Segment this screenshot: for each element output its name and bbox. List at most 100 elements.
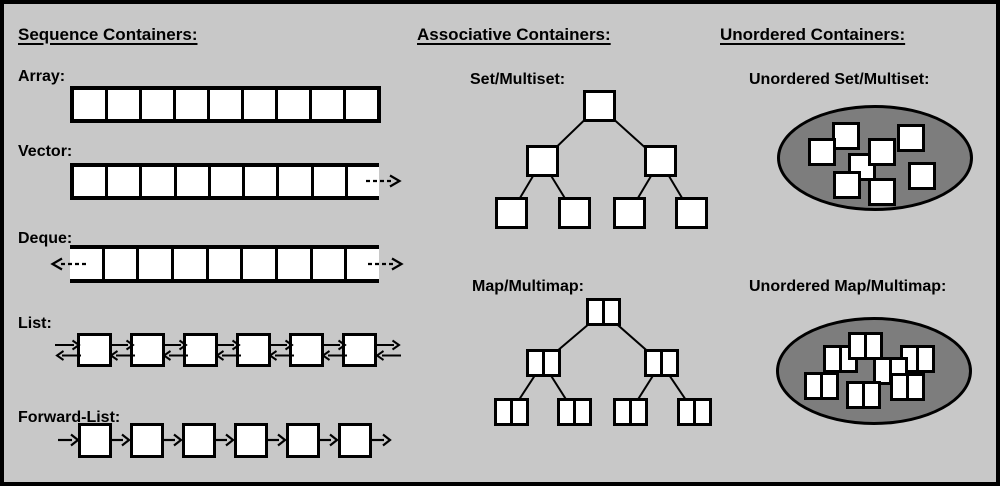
- label-deque: Deque:: [18, 230, 73, 247]
- value-cell: [631, 401, 645, 423]
- cell: [108, 90, 139, 119]
- bidirectional-link-icon: [321, 339, 347, 361]
- list-node-box: [183, 333, 218, 367]
- deque-diagram: [70, 245, 380, 283]
- value-cell: [867, 335, 880, 357]
- key-cell: [496, 401, 510, 423]
- array-diagram: [70, 86, 381, 123]
- value-cell: [662, 352, 676, 374]
- cell: [174, 249, 206, 279]
- cell: [139, 249, 172, 279]
- list-node-box: [130, 423, 164, 458]
- cell: [176, 90, 207, 119]
- tree-node: [612, 197, 646, 229]
- heading-unordered-containers: Unordered Containers:: [720, 25, 906, 44]
- scatter-box: [868, 178, 896, 206]
- cell: [312, 249, 345, 279]
- vector-diagram: [70, 163, 379, 200]
- vector-growth-arrow-icon: [366, 174, 402, 188]
- label-set-multiset: Set/Multiset:: [470, 71, 566, 88]
- cell: [142, 90, 173, 119]
- cell: [279, 167, 311, 196]
- label-vector: Vector:: [18, 143, 73, 160]
- label-array: Array:: [18, 68, 66, 85]
- unordered-set-bucket: [777, 105, 973, 211]
- cell: [346, 90, 377, 119]
- cell: [142, 167, 174, 196]
- forward-link-icon: [58, 433, 80, 447]
- label-unordered-set-multiset: Unordered Set/Multiset:: [749, 71, 930, 88]
- forward-link-icon: [317, 433, 339, 447]
- cell: [104, 249, 137, 279]
- cell: [74, 90, 105, 119]
- tree-node: [494, 197, 528, 229]
- list-node-box: [338, 423, 372, 458]
- scatter-box: [832, 122, 860, 150]
- scatter-box: [808, 138, 836, 166]
- cell: [278, 90, 309, 119]
- key-cell: [826, 348, 839, 370]
- cell: [208, 249, 241, 279]
- value-cell: [695, 401, 709, 423]
- list-node-box: [77, 333, 112, 367]
- cell: [176, 167, 208, 196]
- tree-node-pair: [643, 349, 679, 377]
- key-cell: [849, 384, 862, 406]
- key-cell: [876, 360, 889, 382]
- list-node-box: [286, 423, 320, 458]
- scatter-pair-box: [804, 372, 839, 400]
- tree-node-pair: [556, 398, 592, 426]
- forward-link-icon: [109, 433, 131, 447]
- cell: [210, 90, 241, 119]
- cell: [278, 249, 310, 279]
- tree-node: [643, 145, 677, 177]
- bidirectional-link-icon: [375, 339, 401, 361]
- key-cell: [807, 375, 820, 397]
- value-cell: [544, 352, 558, 374]
- key-cell: [851, 335, 864, 357]
- scatter-pair-box: [846, 381, 881, 409]
- cell: [313, 167, 345, 196]
- list-node-box: [130, 333, 165, 367]
- bidirectional-link-icon: [162, 339, 188, 361]
- key-cell: [588, 301, 602, 323]
- label-forward-list: Forward-List:: [18, 409, 121, 426]
- label-unordered-map-multimap: Unordered Map/Multimap:: [749, 278, 947, 295]
- tree-node: [582, 90, 616, 122]
- tree-node-pair: [525, 349, 561, 377]
- key-cell: [679, 401, 693, 423]
- heading-sequence-containers: Sequence Containers:: [18, 25, 198, 44]
- scatter-box: [833, 171, 861, 199]
- cell: [243, 249, 276, 279]
- forward-link-icon: [265, 433, 287, 447]
- list-node-box: [78, 423, 112, 458]
- scatter-box: [908, 162, 936, 190]
- list-node-box: [234, 423, 268, 458]
- list-node-box: [236, 333, 271, 367]
- bidirectional-link-icon: [215, 339, 241, 361]
- value-cell: [919, 348, 932, 370]
- label-list: List:: [18, 315, 52, 332]
- scatter-pair-box: [848, 332, 883, 360]
- cell: [210, 167, 243, 196]
- key-cell: [893, 376, 906, 398]
- cell: [312, 90, 343, 119]
- map-multimap-tree: [480, 295, 725, 430]
- tree-node-pair: [676, 398, 712, 426]
- heading-associative-containers: Associative Containers:: [417, 25, 611, 44]
- list-node-box: [182, 423, 216, 458]
- list-diagram: [55, 333, 415, 367]
- bidirectional-link-icon: [268, 339, 294, 361]
- value-cell: [604, 301, 618, 323]
- value-cell: [865, 384, 878, 406]
- cell: [244, 90, 275, 119]
- tree-node-pair: [612, 398, 648, 426]
- bidirectional-link-icon: [55, 339, 81, 361]
- scatter-box: [868, 138, 896, 166]
- forward-link-icon: [213, 433, 235, 447]
- scatter-pair-box: [890, 373, 925, 401]
- value-cell: [512, 401, 526, 423]
- tree-node-pair: [493, 398, 529, 426]
- tree-node: [557, 197, 591, 229]
- scatter-box: [897, 124, 925, 152]
